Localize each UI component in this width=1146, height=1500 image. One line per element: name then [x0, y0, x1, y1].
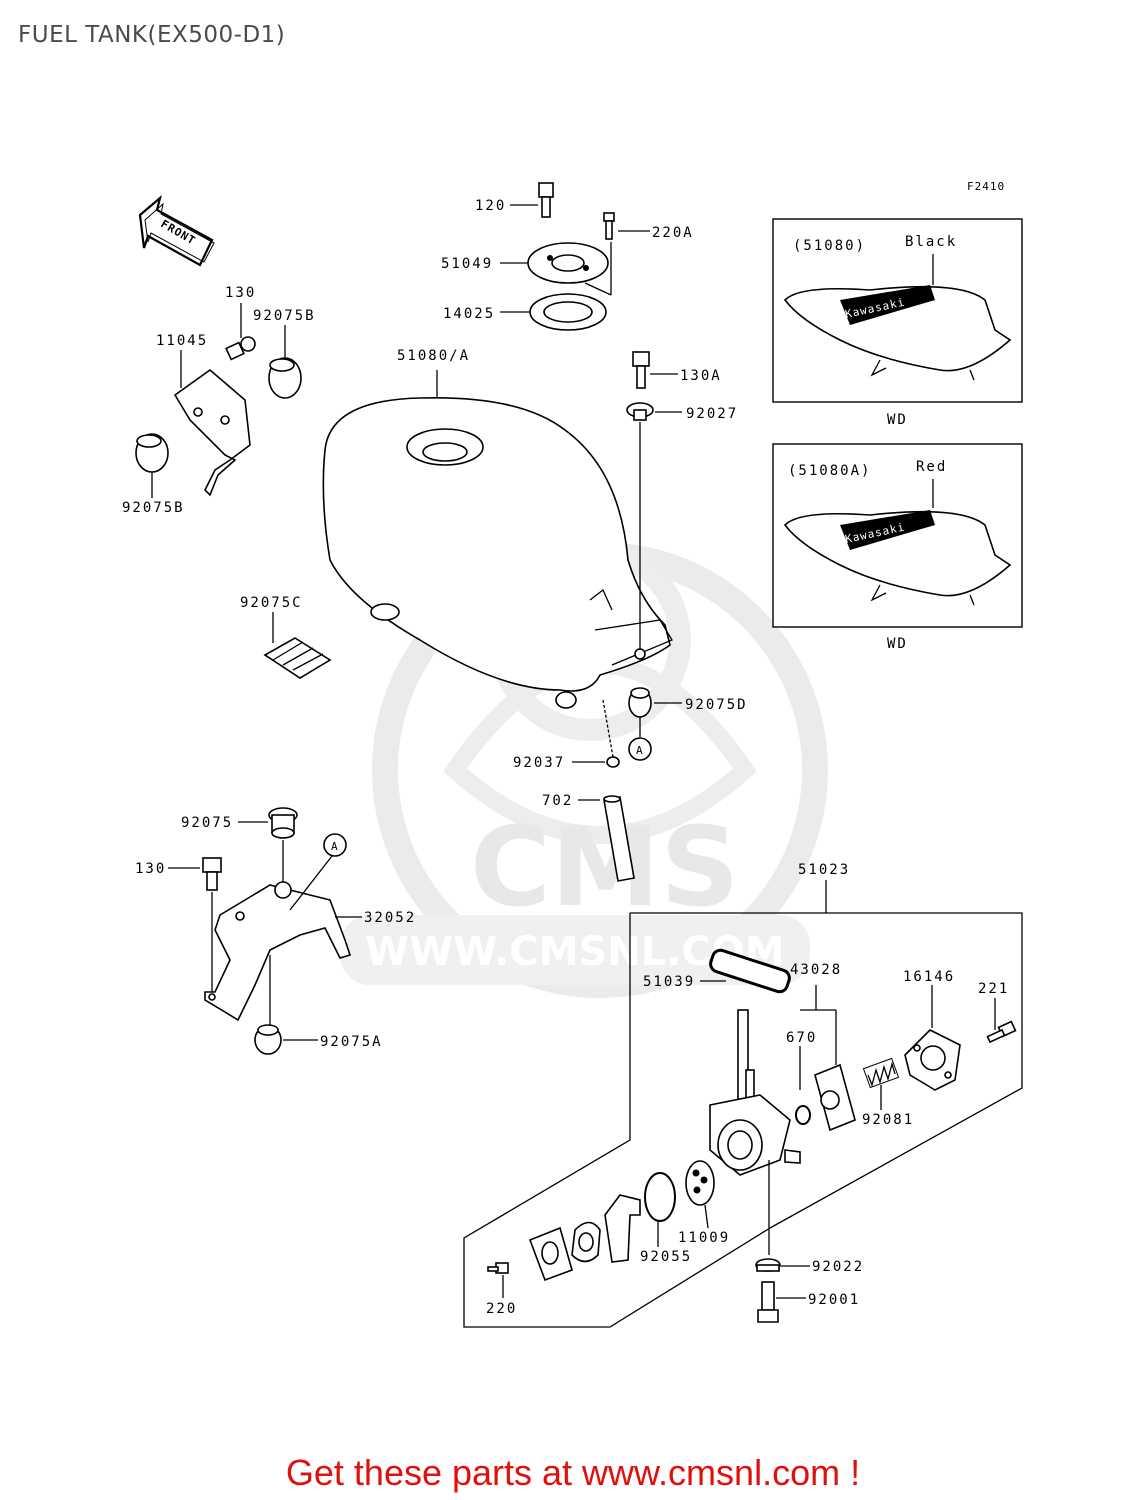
- label-220: 220: [486, 1301, 517, 1317]
- label-130-top: 130: [225, 285, 256, 301]
- callout-a-top: A: [636, 744, 644, 757]
- bracket-32052: [204, 881, 352, 1022]
- page-title: FUEL TANK(EX500-D1): [18, 22, 286, 48]
- damper-92075B-bottom: [135, 433, 169, 473]
- variant-red-note: WD: [887, 636, 908, 652]
- filter-11009: [685, 1160, 715, 1206]
- damper-92075D: [628, 687, 652, 718]
- label-702: 702: [542, 793, 573, 809]
- label-11045: 11045: [156, 333, 208, 349]
- callout-a-bottom: A: [331, 840, 339, 853]
- diaphragm-43028: [814, 1063, 856, 1132]
- grommet-92027: [626, 402, 654, 421]
- gasket-tap: [528, 1226, 573, 1282]
- screw-220: [487, 1262, 509, 1274]
- screw-221: [986, 1020, 1017, 1044]
- label-92075D: 92075D: [685, 697, 748, 713]
- front-arrow-icon: FRONT: [138, 194, 215, 267]
- label-92075C: 92075C: [240, 595, 303, 611]
- label-43028: 43028: [790, 962, 842, 978]
- plate-tap: [571, 1221, 601, 1263]
- clip-92037: [606, 756, 620, 768]
- label-92075B-bottom: 92075B: [122, 500, 185, 516]
- variant-box-red: (51080A) Red Kawasaki WD: [772, 443, 1023, 652]
- bolt-120: [538, 182, 554, 218]
- watermark-brand: CMS: [470, 803, 739, 931]
- variant-black-color: Black: [905, 234, 957, 250]
- fuel-tap-body: [709, 1009, 801, 1176]
- label-130-bottom: 130: [135, 861, 166, 877]
- label-51039: 51039: [643, 974, 695, 990]
- washer-92022: [755, 1258, 781, 1272]
- fuel-tank-51080: [322, 396, 673, 709]
- label-92001: 92001: [808, 1292, 860, 1308]
- variant-red-color: Red: [916, 459, 947, 475]
- label-32052: 32052: [364, 910, 416, 926]
- label-51080A: 51080/A: [397, 348, 470, 364]
- hose-702: [603, 795, 635, 882]
- label-16146: 16146: [903, 969, 955, 985]
- footer-cta[interactable]: Get these parts at www.cmsnl.com !: [285, 1452, 861, 1493]
- bolt-130A: [632, 351, 650, 389]
- gasket-51039: [709, 948, 791, 994]
- label-92027: 92027: [686, 406, 738, 422]
- cover-16146: [904, 1029, 961, 1091]
- label-92075B-top: 92075B: [253, 308, 316, 324]
- label-92037: 92037: [513, 755, 565, 771]
- variant-black-code: (51080): [793, 238, 866, 254]
- label-92022: 92022: [812, 1259, 864, 1275]
- spring-92081: [862, 1057, 900, 1089]
- bolt-92001: [757, 1281, 779, 1323]
- label-51049: 51049: [441, 256, 493, 272]
- label-220A: 220A: [652, 225, 694, 241]
- bracket-11045: [173, 368, 251, 497]
- label-11009: 11009: [678, 1230, 730, 1246]
- damper-92075A: [254, 1024, 282, 1055]
- screw-220A: [603, 212, 615, 240]
- cap-51049: [527, 242, 609, 284]
- label-51023: 51023: [798, 862, 850, 878]
- label-130A: 130A: [680, 368, 722, 384]
- label-92055: 92055: [640, 1249, 692, 1265]
- label-92075A: 92075A: [320, 1034, 383, 1050]
- bolt-130-top: [225, 336, 256, 361]
- label-120: 120: [475, 198, 506, 214]
- label-221: 221: [978, 981, 1009, 997]
- damper-92075B-top: [268, 357, 302, 399]
- oring-670: [795, 1105, 811, 1125]
- pad-92075C: [263, 637, 332, 679]
- label-92075: 92075: [181, 815, 233, 831]
- oring-92055: [644, 1172, 676, 1222]
- variant-black-note: WD: [887, 412, 908, 428]
- gasket-14025: [529, 293, 607, 331]
- label-670: 670: [786, 1030, 817, 1046]
- figure-code: F2410: [967, 180, 1005, 193]
- variant-box-black: (51080) Black Kawasaki WD: [772, 218, 1023, 428]
- variant-red-code: (51080A): [788, 463, 871, 479]
- collar-92075: [268, 807, 298, 839]
- lever-tap: [604, 1194, 641, 1263]
- label-14025: 14025: [443, 306, 495, 322]
- bolt-130-bottom: [202, 857, 222, 891]
- label-92081: 92081: [862, 1112, 914, 1128]
